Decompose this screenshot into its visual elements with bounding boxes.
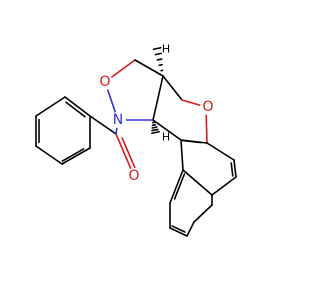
atom-label-o-ring: O [99, 74, 110, 90]
bond-line [211, 176, 237, 196]
bond-line [193, 204, 213, 223]
double-bond-line [121, 137, 137, 171]
bond-line [152, 119, 182, 141]
bond-line [182, 169, 213, 196]
bond-line [35, 96, 66, 117]
atom-label-background [200, 99, 216, 115]
stereo-hash-bond [151, 123, 157, 127]
bond-line [233, 159, 237, 178]
bond-line [35, 145, 63, 165]
bond-line [64, 96, 91, 117]
double-bond-line [171, 225, 186, 233]
atom-label-o-pyran: O [202, 99, 213, 115]
double-bond-line [230, 162, 234, 177]
atom-label-background [97, 74, 113, 90]
bond-layer [35, 46, 237, 237]
bond-line [89, 115, 117, 135]
double-bond-line [180, 139, 202, 144]
bond-line [206, 142, 235, 161]
bond-line [169, 227, 188, 237]
atom-label-background [126, 168, 142, 184]
atom-label-background [110, 112, 126, 128]
bond-line [180, 139, 184, 171]
atom-label-n-ring: N [113, 112, 123, 128]
stereo-hash-bond [151, 130, 160, 135]
stereo-hash-bond [151, 126, 158, 129]
bond-line [162, 75, 183, 101]
double-bond-line [61, 148, 85, 162]
stereo-hash-bond [158, 63, 163, 67]
stereo-hash-bond [151, 128, 159, 132]
stereo-hash-bond [152, 46, 162, 51]
atom-label-layer: O O N O H H [97, 43, 216, 184]
bond-line [169, 169, 184, 204]
bond-line [186, 221, 195, 237]
double-bond-line [65, 101, 86, 118]
bond-line [61, 147, 91, 165]
stereo-hash-bond [154, 52, 163, 56]
double-bond-line [173, 173, 186, 200]
molecule-structure: O O N O H H [35, 43, 237, 237]
bond-line [152, 75, 164, 121]
atom-label-o-carbonyl: O [128, 168, 139, 184]
stereo-hash-bond [156, 58, 163, 61]
atom-label-h-bottom: H [162, 131, 170, 144]
atom-label-h-top: H [162, 43, 170, 56]
bond-line [134, 59, 164, 77]
